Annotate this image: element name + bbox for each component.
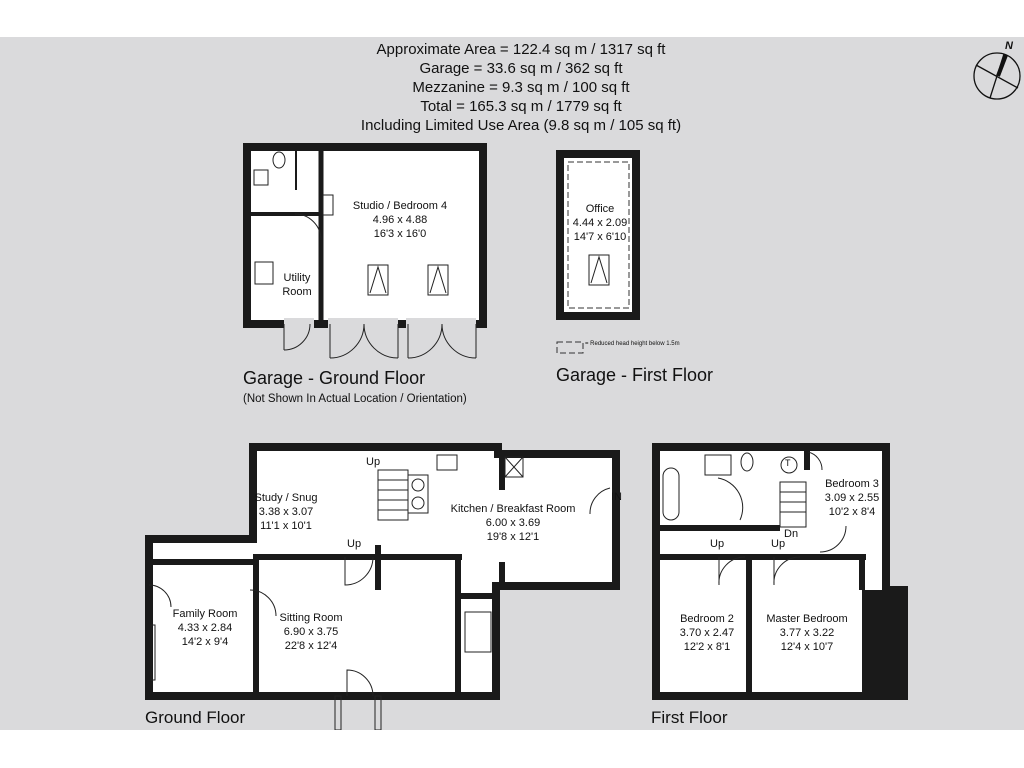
area-line-mezzanine: Mezzanine = 9.3 sq m / 100 sq ft xyxy=(412,79,630,96)
room-metric: 6.90 x 3.75 xyxy=(283,626,339,638)
entrance-label: IN xyxy=(611,491,622,503)
bottom-margin xyxy=(0,730,1024,768)
room-name-2: Room xyxy=(282,286,312,298)
room-metric: 3.77 x 3.22 xyxy=(779,627,835,639)
first-floor-plan xyxy=(652,443,908,700)
room-label-office: Office 4.44 x 2.09 14'7 x 6'10 xyxy=(573,202,627,244)
area-line-garage: Garage = 33.6 sq m / 362 sq ft xyxy=(419,60,623,77)
area-line-total: Total = 165.3 sq m / 1779 sq ft xyxy=(420,98,622,115)
area-line-approximate: Approximate Area = 122.4 sq m / 1317 sq … xyxy=(376,41,666,58)
garage-first-plan xyxy=(556,150,640,354)
room-name: Kitchen / Breakfast Room xyxy=(450,503,576,515)
room-label-study: Study / Snug 3.38 x 3.07 11'1 x 10'1 xyxy=(255,491,318,533)
reduced-height-legend-swatch xyxy=(556,341,584,354)
room-label-sitting: Sitting Room 6.90 x 3.75 22'8 x 12'4 xyxy=(280,611,343,653)
room-metric: 4.33 x 2.84 xyxy=(177,622,233,634)
room-metric: 4.44 x 2.09 xyxy=(572,217,628,229)
room-imperial: 12'2 x 8'1 xyxy=(683,641,731,653)
room-name: Bedroom 3 xyxy=(825,478,879,490)
stairs-down-label: Dn xyxy=(784,528,799,540)
north-compass-icon xyxy=(973,52,1021,100)
room-name: Bedroom 2 xyxy=(680,613,734,625)
room-imperial: 10'2 x 8'4 xyxy=(828,506,876,518)
reduced-height-legend-text: = Reduced head height below 1.5m xyxy=(585,341,680,347)
room-imperial: 22'8 x 12'4 xyxy=(284,640,338,652)
room-name: Study / Snug xyxy=(254,492,318,504)
area-line-limited-use: Including Limited Use Area (9.8 sq m / 1… xyxy=(360,117,682,134)
room-label-kitchen: Kitchen / Breakfast Room 6.00 x 3.69 19'8 … xyxy=(451,502,576,544)
stairs-up-label: Up xyxy=(366,456,381,468)
room-imperial: 14'7 x 6'10 xyxy=(573,231,627,243)
room-imperial: 14'2 x 9'4 xyxy=(181,636,229,648)
first-floor-up-label: Up xyxy=(710,538,725,550)
first-floor-up-label-2: Up xyxy=(771,538,786,550)
ground-floor-title: Ground Floor xyxy=(145,708,246,727)
room-label-studio: Studio / Bedroom 4 4.96 x 4.88 16'3 x 16'0 xyxy=(353,199,447,241)
room-name: Family Room xyxy=(172,608,238,620)
ground-floor-plan xyxy=(145,443,620,731)
room-imperial: 12'4 x 10'7 xyxy=(780,641,834,653)
room-imperial: 16'3 x 16'0 xyxy=(373,228,427,240)
room-label-family: Family Room 4.33 x 2.84 14'2 x 9'4 xyxy=(173,607,238,649)
stairs-up-label-2: Up xyxy=(347,538,362,550)
garage-ground-note: (Not Shown In Actual Location / Orientat… xyxy=(243,393,467,405)
room-name: Sitting Room xyxy=(279,612,343,624)
room-metric: 3.38 x 3.07 xyxy=(258,506,314,518)
room-metric: 6.00 x 3.69 xyxy=(485,517,541,529)
room-name: Utility xyxy=(283,272,311,284)
room-name: Studio / Bedroom 4 xyxy=(352,200,448,212)
room-label-bedroom-2: Bedroom 2 3.70 x 2.47 12'2 x 8'1 xyxy=(680,612,734,654)
tank-label: T xyxy=(785,458,791,468)
room-name: Office xyxy=(585,203,615,215)
room-metric: 3.09 x 2.55 xyxy=(824,492,880,504)
garage-ground-plan xyxy=(243,143,487,359)
garage-first-title: Garage - First Floor xyxy=(556,365,714,385)
room-name: Master Bedroom xyxy=(766,613,848,625)
first-floor-title: First Floor xyxy=(651,708,728,727)
garage-ground-title: Garage - Ground Floor xyxy=(243,368,426,388)
room-label-bedroom-3: Bedroom 3 3.09 x 2.55 10'2 x 8'4 xyxy=(825,477,879,519)
room-label-master-bedroom: Master Bedroom 3.77 x 3.22 12'4 x 10'7 xyxy=(766,612,847,654)
compass-north-label: N xyxy=(1005,40,1013,52)
room-metric: 4.96 x 4.88 xyxy=(372,214,428,226)
room-imperial: 19'8 x 12'1 xyxy=(486,531,540,543)
room-imperial: 11'1 x 10'1 xyxy=(260,520,312,532)
room-metric: 3.70 x 2.47 xyxy=(679,627,735,639)
